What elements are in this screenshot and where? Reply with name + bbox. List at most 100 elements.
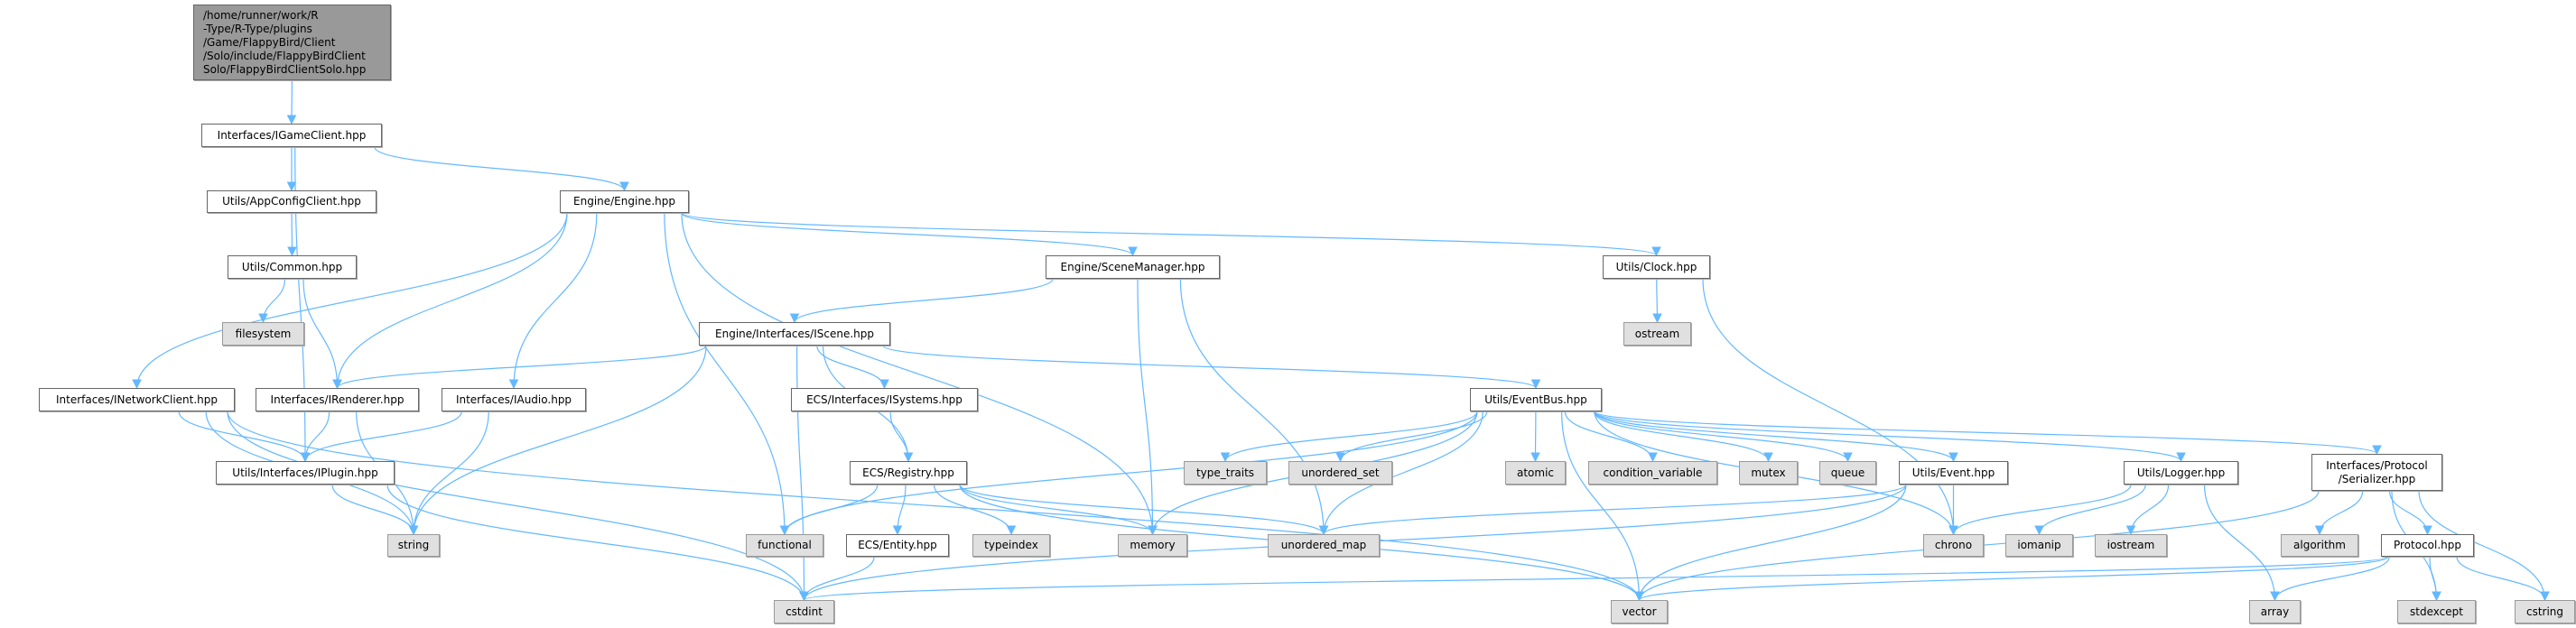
node-registry[interactable]: ECS/Registry.hpp: [850, 461, 967, 485]
edge-iscene-to-isystems: [816, 345, 889, 390]
node-iaudio[interactable]: Interfaces/IAudio.hpp: [442, 388, 586, 411]
node-condition-variable[interactable]: condition_variable: [1588, 461, 1717, 485]
edge-engine-to-inetworkclient: [132, 212, 568, 390]
node-label: unordered_set: [1301, 466, 1380, 479]
node-cstdint[interactable]: cstdint: [774, 600, 834, 623]
node-label: condition_variable: [1603, 466, 1703, 479]
edge-eventbus-to-unordered_map: [1318, 411, 1483, 536]
edge-eventbus-to-type_traits: [1220, 411, 1478, 463]
edge-scenemanager-to-unordered_map: [1179, 278, 1329, 536]
node-label: iostream: [2106, 539, 2155, 551]
node-string[interactable]: string: [387, 534, 440, 557]
edge-event-to-unordered_map: [1318, 484, 1907, 536]
node-ostream[interactable]: ostream: [1623, 322, 1691, 346]
edge-clock-to-ostream: [1652, 278, 1662, 324]
node-label: Protocol.hpp: [2393, 539, 2461, 551]
node-stdexcept[interactable]: stdexcept: [2397, 600, 2476, 623]
edge-engine-to-scenemanager: [681, 212, 1138, 257]
edge-serializer-to-cstring: [2418, 490, 2550, 602]
node-label: stdexcept: [2410, 605, 2463, 618]
node-filesystem[interactable]: filesystem: [222, 322, 304, 346]
edge-eventbus-to-mutex: [1593, 411, 1773, 463]
node-algorithm[interactable]: algorithm: [2281, 534, 2358, 557]
node-chrono[interactable]: chrono: [1923, 534, 1984, 557]
node-label: memory: [1130, 539, 1176, 551]
node-label: Utils/EventBus.hpp: [1484, 392, 1587, 406]
node-typeindex[interactable]: typeindex: [972, 534, 1050, 557]
node-label: Engine/Interfaces/IScene.hpp: [715, 327, 874, 340]
node-iomanip[interactable]: iomanip: [2005, 534, 2073, 557]
node-protocol[interactable]: Protocol.hpp: [2381, 534, 2474, 557]
node-scenemanager[interactable]: Engine/SceneManager.hpp: [1046, 255, 1220, 279]
node-label-line: /home/runner/work/R: [203, 8, 319, 22]
node-iscene[interactable]: Engine/Interfaces/IScene.hpp: [699, 322, 890, 346]
node-label: Utils/Interfaces/IPlugin.hpp: [232, 466, 378, 479]
node-label-line: /Serializer.hpp: [2338, 472, 2416, 485]
node-atomic[interactable]: atomic: [1505, 461, 1566, 485]
edge-isystems-to-registry: [889, 411, 914, 463]
node-iplugin[interactable]: Utils/Interfaces/IPlugin.hpp: [216, 461, 395, 485]
node-label: Utils/Event.hpp: [1911, 466, 1995, 479]
node-label: type_traits: [1195, 466, 1255, 479]
node-label: Interfaces/INetworkClient.hpp: [55, 392, 219, 406]
node-queue[interactable]: queue: [1819, 461, 1876, 485]
edge-common-to-irenderer: [302, 278, 342, 390]
edge-eventbus-to-functional: [779, 411, 1478, 536]
node-unordered-map[interactable]: unordered_map: [1268, 534, 1380, 557]
node-entity[interactable]: ECS/Entity.hpp: [846, 534, 949, 557]
edge-scenemanager-to-iscene: [789, 278, 1054, 324]
node-iostream[interactable]: iostream: [2095, 534, 2167, 557]
node-label: string: [397, 539, 430, 551]
edge-igameclient-to-engine: [374, 146, 629, 192]
node-label: Engine/SceneManager.hpp: [1060, 260, 1205, 273]
edge-logger-to-iostream: [2125, 484, 2170, 536]
edge-event-to-vector: [1634, 484, 1907, 602]
node-label-line: /Solo/include/FlappyBirdClient: [203, 49, 366, 62]
node-appconfig[interactable]: Utils/AppConfigClient.hpp: [207, 190, 377, 213]
node-label: Engine/Engine.hpp: [573, 195, 675, 208]
node-irenderer[interactable]: Interfaces/IRenderer.hpp: [256, 388, 419, 411]
edge-protocol-to-stdexcept: [2429, 556, 2441, 602]
node-clock[interactable]: Utils/Clock.hpp: [1603, 255, 1710, 279]
node-serializer[interactable]: Interfaces/Protocol/Serializer.hpp: [2311, 454, 2442, 491]
node-inetworkclient[interactable]: Interfaces/INetworkClient.hpp: [39, 388, 235, 411]
node-igameclient[interactable]: Interfaces/IGameClient.hpp: [201, 124, 382, 147]
node-functional[interactable]: functional: [746, 534, 823, 557]
edge-registry-to-entity: [892, 484, 907, 536]
node-engine[interactable]: Engine/Engine.hpp: [560, 190, 689, 213]
node-label: Interfaces/IRenderer.hpp: [270, 392, 405, 406]
edge-scenemanager-to-memory: [1137, 278, 1158, 536]
node-label: unordered_map: [1280, 539, 1367, 551]
edge-eventbus-to-event: [1594, 411, 1958, 463]
node-unordered-set[interactable]: unordered_set: [1288, 461, 1392, 485]
edge-eventbus-to-logger: [1594, 411, 2186, 463]
node-vector[interactable]: vector: [1611, 600, 1668, 623]
node-event[interactable]: Utils/Event.hpp: [1899, 461, 2008, 485]
node-type-traits[interactable]: type_traits: [1184, 461, 1267, 485]
edge-protocol-to-cstdint: [799, 556, 2389, 602]
edge-engine-to-clock: [681, 212, 1661, 257]
node-memory[interactable]: memory: [1118, 534, 1187, 557]
node-mutex[interactable]: mutex: [1739, 461, 1798, 485]
node-eventbus[interactable]: Utils/EventBus.hpp: [1470, 388, 1602, 411]
node-label: typeindex: [984, 539, 1038, 551]
node-label: cstring: [2525, 605, 2564, 618]
node-logger[interactable]: Utils/Logger.hpp: [2124, 461, 2238, 485]
node-array[interactable]: array: [2249, 600, 2301, 623]
edge-irenderer-to-iplugin: [300, 411, 330, 463]
edge-protocol-to-vector: [1634, 556, 2389, 602]
edge-inetworkclient-to-cstdint: [227, 411, 809, 602]
node-label: cstdint: [786, 605, 823, 618]
edge-logger-to-array: [2203, 484, 2280, 602]
node-isystems[interactable]: ECS/Interfaces/ISystems.hpp: [791, 388, 978, 411]
edge-iplugin-to-cstdint: [386, 484, 809, 602]
edge-engine-to-iaudio: [508, 212, 598, 390]
node-cstring[interactable]: cstring: [2515, 600, 2575, 623]
node-label: Utils/AppConfigClient.hpp: [222, 195, 361, 208]
node-common[interactable]: Utils/Common.hpp: [228, 255, 357, 279]
node-label: array: [2260, 605, 2290, 618]
edge-eventbus-to-unordered_set: [1335, 411, 1488, 463]
node-label-line: -Type/R-Type/plugins: [203, 22, 312, 35]
node-label-line: Interfaces/Protocol: [2326, 458, 2428, 472]
